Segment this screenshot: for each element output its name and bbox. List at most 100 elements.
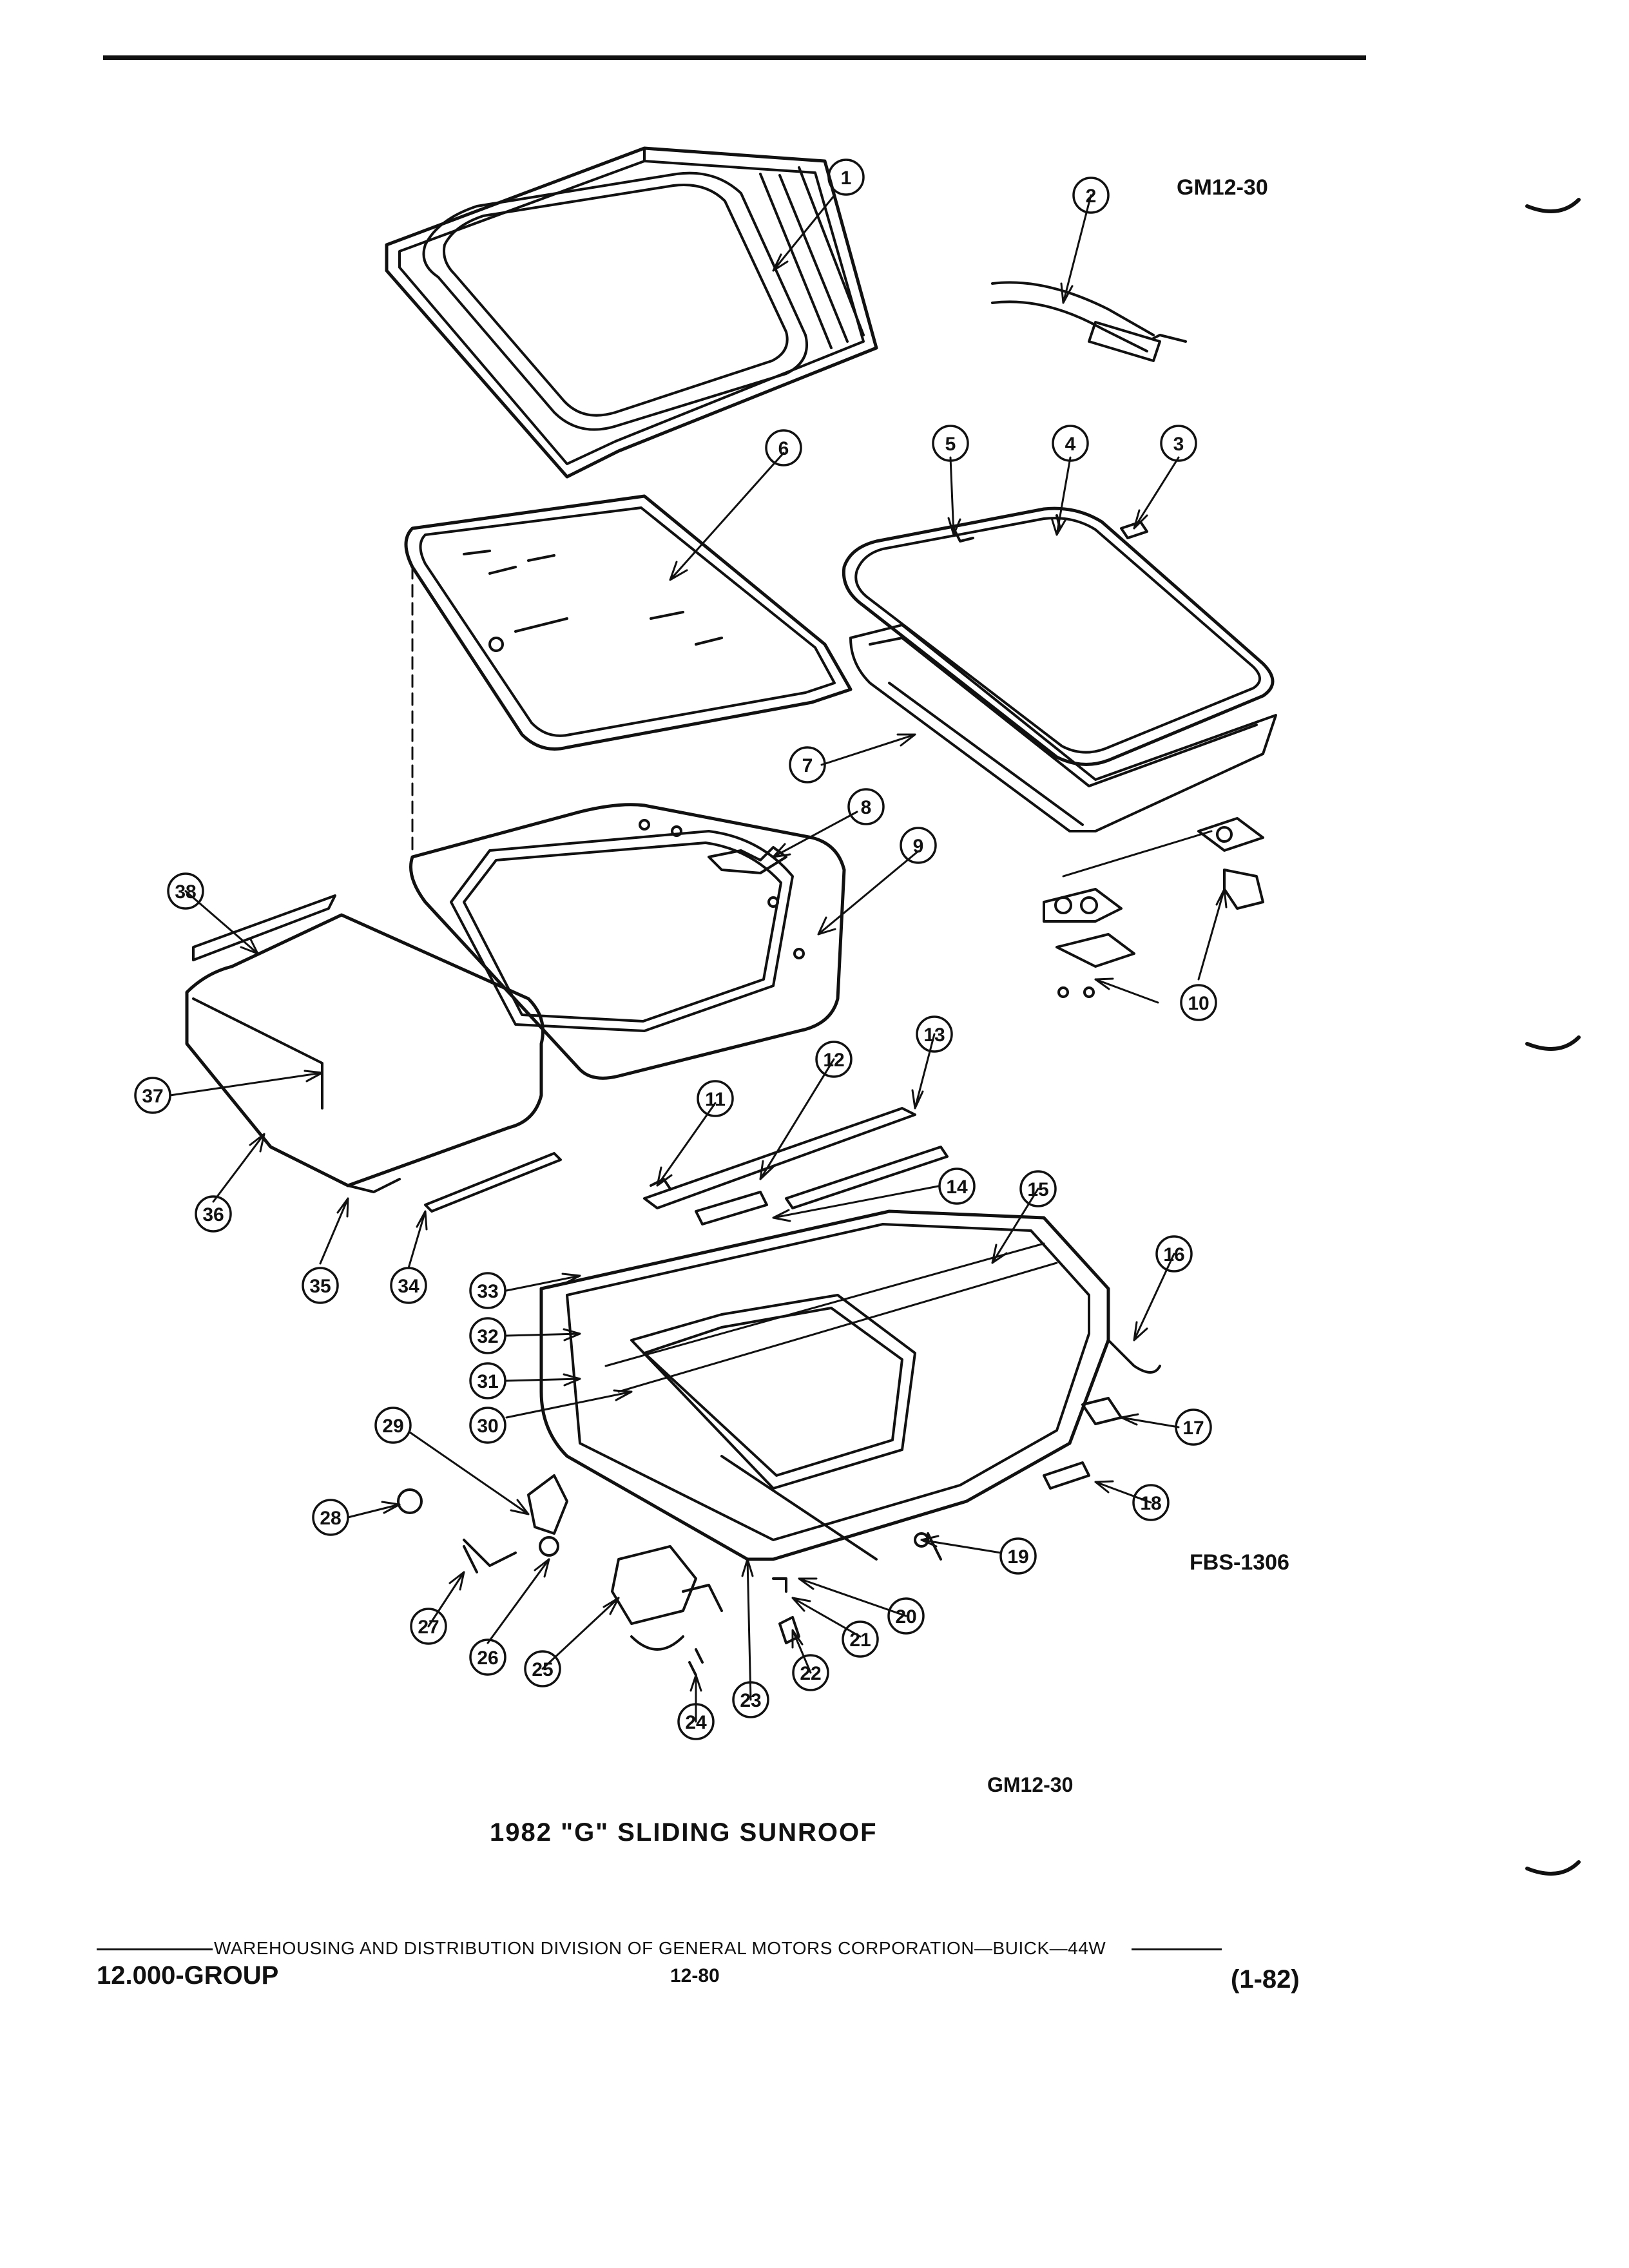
footer-rule-left bbox=[97, 1948, 213, 1951]
callout-38: 38 bbox=[167, 872, 204, 910]
callout-31-label: 31 bbox=[477, 1371, 498, 1392]
callout-8: 8 bbox=[847, 788, 885, 825]
lower-frame bbox=[849, 624, 1277, 832]
callout-6: 6 bbox=[765, 429, 802, 466]
callout-14-label: 14 bbox=[946, 1177, 968, 1198]
callout-29-label: 29 bbox=[382, 1416, 403, 1437]
hinge-brackets bbox=[1043, 817, 1264, 998]
callout-24-label: 24 bbox=[685, 1712, 707, 1733]
headliner-trim-frame bbox=[409, 803, 846, 1080]
binder-marks bbox=[1525, 198, 1581, 1876]
callout-28-label: 28 bbox=[320, 1508, 341, 1529]
callout-18: 18 bbox=[1132, 1484, 1170, 1521]
callout-17-label: 17 bbox=[1182, 1418, 1204, 1439]
callout-26: 26 bbox=[469, 1639, 506, 1676]
callout-22: 22 bbox=[792, 1654, 829, 1691]
callout-1: 1 bbox=[827, 159, 865, 196]
callout-13: 13 bbox=[916, 1015, 953, 1053]
roof-panel bbox=[385, 146, 878, 479]
bracket bbox=[708, 846, 787, 874]
callout-7: 7 bbox=[789, 746, 826, 783]
callout-35-label: 35 bbox=[309, 1276, 331, 1297]
guide-rails bbox=[643, 1107, 949, 1225]
callout-10-label: 10 bbox=[1188, 993, 1209, 1014]
callout-36-label: 36 bbox=[202, 1204, 224, 1225]
callout-13-label: 13 bbox=[923, 1024, 945, 1046]
callout-3-label: 3 bbox=[1173, 434, 1184, 455]
callout-9: 9 bbox=[900, 827, 937, 864]
callout-33: 33 bbox=[469, 1272, 506, 1309]
callout-24: 24 bbox=[677, 1703, 715, 1740]
callout-12-label: 12 bbox=[823, 1050, 844, 1071]
callout-28: 28 bbox=[312, 1499, 349, 1536]
callout-34-label: 34 bbox=[398, 1276, 419, 1297]
top-rule bbox=[103, 55, 1366, 60]
callout-37-label: 37 bbox=[142, 1086, 163, 1107]
callout-14: 14 bbox=[938, 1168, 976, 1205]
callout-16-label: 16 bbox=[1163, 1244, 1184, 1265]
drive-motor bbox=[611, 1545, 723, 1651]
callout-37: 37 bbox=[134, 1077, 171, 1114]
callout-1-label: 1 bbox=[841, 168, 852, 189]
housing-accessories bbox=[772, 1339, 1161, 1644]
callout-15: 15 bbox=[1019, 1170, 1057, 1207]
callout-7-label: 7 bbox=[802, 755, 813, 776]
footer-page-number: 12-80 bbox=[670, 1965, 720, 1986]
small-hardware bbox=[397, 1474, 704, 1677]
callout-35: 35 bbox=[302, 1267, 339, 1304]
callout-11-label: 11 bbox=[705, 1089, 726, 1110]
callout-33-label: 33 bbox=[477, 1281, 498, 1302]
figure-code: FBS-1306 bbox=[1190, 1550, 1289, 1575]
callout-18-label: 18 bbox=[1140, 1493, 1161, 1514]
clip bbox=[1120, 521, 1148, 539]
footer-date: (1-82) bbox=[1231, 1965, 1300, 1994]
callout-bubbles: 1 2 3 4 5 6 7 8 9 10 11 12 13 14 15 16 1… bbox=[134, 159, 1217, 1740]
callout-27-label: 27 bbox=[418, 1617, 439, 1638]
callout-31: 31 bbox=[469, 1362, 506, 1399]
callout-11: 11 bbox=[697, 1080, 734, 1117]
callout-4: 4 bbox=[1052, 425, 1089, 462]
callout-5: 5 bbox=[932, 425, 969, 462]
callout-25: 25 bbox=[524, 1650, 561, 1687]
callout-19: 19 bbox=[999, 1537, 1037, 1575]
callout-4-label: 4 bbox=[1065, 434, 1076, 455]
callout-17: 17 bbox=[1175, 1408, 1212, 1446]
callout-27: 27 bbox=[410, 1608, 447, 1645]
footer-publisher: WAREHOUSING AND DISTRIBUTION DIVISION OF… bbox=[214, 1938, 1106, 1958]
callout-23: 23 bbox=[732, 1681, 769, 1718]
callout-2: 2 bbox=[1072, 177, 1110, 214]
callout-15-label: 15 bbox=[1027, 1179, 1048, 1200]
callout-32: 32 bbox=[469, 1317, 506, 1354]
footer-publisher-line: WAREHOUSING AND DISTRIBUTION DIVISION OF… bbox=[97, 1938, 1308, 1959]
callout-3: 3 bbox=[1160, 425, 1197, 462]
callout-6-label: 6 bbox=[778, 438, 789, 459]
callout-10: 10 bbox=[1180, 984, 1217, 1021]
seal-strips bbox=[347, 1152, 562, 1213]
callout-36: 36 bbox=[195, 1195, 232, 1233]
callout-2-label: 2 bbox=[1086, 186, 1097, 207]
callout-20-label: 20 bbox=[895, 1606, 916, 1628]
callout-30-label: 30 bbox=[477, 1416, 498, 1437]
callout-32-label: 32 bbox=[477, 1326, 498, 1347]
callout-21-label: 21 bbox=[849, 1629, 871, 1651]
glass-panel bbox=[404, 494, 853, 852]
callout-22-label: 22 bbox=[800, 1663, 821, 1684]
callout-12: 12 bbox=[815, 1041, 853, 1078]
weatherstrip bbox=[991, 281, 1187, 362]
callout-leaders bbox=[169, 194, 1228, 1723]
diagram-code: GM12-30 bbox=[1177, 175, 1268, 200]
callout-5-label: 5 bbox=[945, 434, 956, 455]
callout-8-label: 8 bbox=[861, 797, 872, 818]
callout-9-label: 9 bbox=[913, 836, 924, 857]
callout-21: 21 bbox=[842, 1620, 879, 1658]
sunroof-housing bbox=[539, 1209, 1110, 1561]
callout-16: 16 bbox=[1155, 1235, 1193, 1273]
callout-26-label: 26 bbox=[477, 1648, 498, 1669]
gm-code: GM12-30 bbox=[987, 1773, 1074, 1796]
callout-25-label: 25 bbox=[532, 1659, 553, 1680]
callout-30: 30 bbox=[469, 1407, 506, 1444]
glass-frame bbox=[842, 506, 1275, 766]
callout-34: 34 bbox=[390, 1267, 427, 1304]
callout-20: 20 bbox=[887, 1597, 925, 1635]
